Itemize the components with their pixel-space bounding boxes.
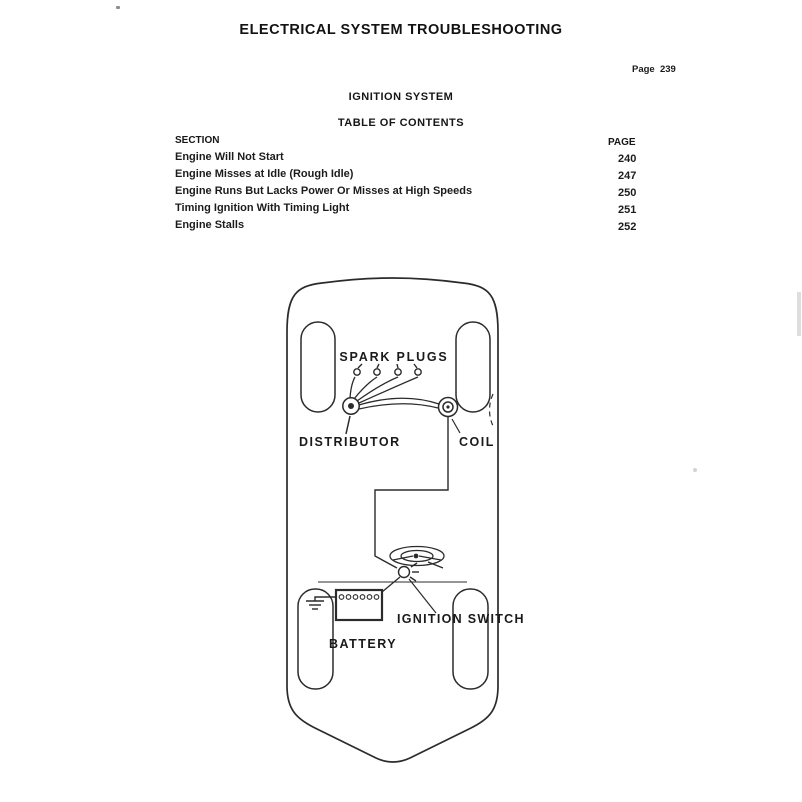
dashed-body-line: [488, 393, 494, 427]
toc-col-section: SECTION: [175, 135, 220, 146]
distributor-label: DISTRIBUTOR: [299, 435, 401, 449]
toc-heading: TABLE OF CONTENTS: [337, 117, 465, 129]
scan-artifact: [797, 292, 801, 336]
coil-icon: [437, 396, 461, 434]
distributor-icon: [342, 397, 360, 435]
spark-plug-icon: [373, 368, 381, 376]
toc-col-page: PAGE: [608, 137, 636, 148]
toc-row-section: Engine Misses at Idle (Rough Idle): [175, 168, 354, 180]
spark-plugs-label: SPARK PLUGS: [339, 350, 448, 364]
toc-row: Engine Stalls 252: [175, 218, 655, 235]
toc-row-page: 251: [618, 204, 637, 216]
toc-row-page: 250: [618, 187, 637, 199]
wheel-rear-right: [452, 588, 489, 690]
scan-artifact: [116, 6, 120, 9]
toc-row-page: 247: [618, 170, 637, 182]
spark-plug-wires: [349, 376, 440, 410]
toc-row: Engine Will Not Start 240: [175, 150, 655, 167]
ignition-wire: [374, 417, 449, 569]
page-title: ELECTRICAL SYSTEM TROUBLESHOOTING: [239, 22, 563, 38]
spark-plugs: [353, 363, 422, 376]
battery-label: BATTERY: [329, 637, 397, 651]
ground-symbol-icon: [306, 596, 336, 610]
wheel-front-left: [300, 321, 336, 413]
toc-row: Engine Runs But Lacks Power Or Misses at…: [175, 184, 655, 201]
ignition-switch-icon: [397, 562, 437, 614]
wheels: [297, 321, 491, 690]
ignition-switch-label: IGNITION SWITCH: [397, 612, 525, 626]
spark-plug-icon: [414, 368, 422, 376]
spark-plug-icon: [394, 368, 402, 376]
spark-plug-icon: [353, 368, 361, 376]
section-heading: IGNITION SYSTEM: [348, 91, 454, 103]
wheel-front-right: [455, 321, 491, 413]
page-number: Page 239: [632, 64, 676, 75]
table-of-contents: SECTION PAGE Engine Will Not Start 240 E…: [175, 135, 655, 235]
toc-row: Timing Ignition With Timing Light 251: [175, 201, 655, 218]
toc-row-section: Engine Stalls: [175, 219, 245, 231]
toc-row-page: 252: [618, 221, 637, 233]
coil-label: COIL: [459, 435, 495, 449]
toc-row-page: 240: [618, 153, 637, 165]
steering-wheel-icon: [389, 545, 445, 569]
toc-row-section: Engine Will Not Start: [175, 151, 284, 163]
scan-artifact: [693, 468, 697, 472]
battery-icon: [334, 576, 401, 622]
wheel-rear-left: [297, 588, 334, 690]
toc-row-section: Engine Runs But Lacks Power Or Misses at…: [175, 185, 473, 197]
toc-header-row: SECTION PAGE: [175, 135, 655, 150]
toc-row-section: Timing Ignition With Timing Light: [175, 202, 350, 214]
toc-row: Engine Misses at Idle (Rough Idle) 247: [175, 167, 655, 184]
car-outline: [286, 277, 499, 763]
